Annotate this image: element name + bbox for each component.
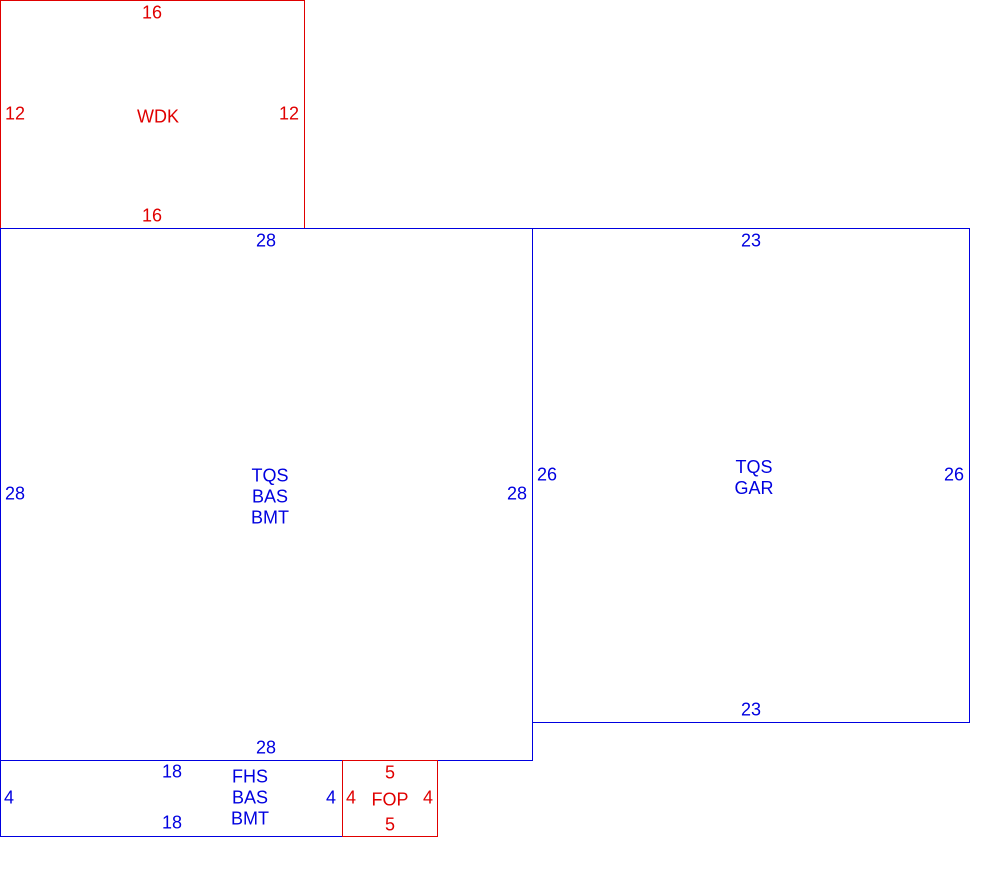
main-label-line: TQS — [251, 465, 289, 486]
garage-bottom-dim: 23 — [740, 699, 762, 720]
fhs-label-line: FHS — [232, 766, 268, 787]
garage-label-line: TQS — [735, 457, 773, 477]
fhs-right-dim: 4 — [325, 787, 337, 808]
wdk-left-dim: 12 — [4, 103, 26, 124]
garage-label-line: GAR — [734, 478, 774, 498]
fop-bottom-dim: 5 — [384, 814, 396, 835]
main-top-dim: 28 — [255, 230, 277, 251]
fhs-bottom-dim: 18 — [161, 812, 183, 833]
main-right-dim: 28 — [506, 483, 528, 504]
wdk-bottom-dim: 16 — [141, 205, 163, 226]
area-fop — [342, 760, 438, 837]
fhs-label-line: BAS — [231, 787, 269, 808]
fop-left-dim: 4 — [345, 787, 357, 808]
wdk-right-dim: 12 — [278, 103, 300, 124]
fop-label: FOP — [371, 789, 409, 810]
garage-top-dim: 23 — [740, 230, 762, 251]
area-garage — [532, 228, 970, 723]
fop-top-dim: 5 — [384, 762, 396, 783]
garage-left-dim: 26 — [536, 464, 558, 485]
main-left-dim: 28 — [4, 483, 26, 504]
wdk-top-dim: 16 — [141, 2, 163, 23]
garage-right-dim: 26 — [943, 464, 965, 485]
fhs-top-dim: 18 — [161, 761, 183, 782]
fhs-left-dim: 4 — [3, 787, 15, 808]
main-label-line: BAS — [251, 486, 289, 507]
wdk-label: WDK — [137, 106, 179, 127]
fop-right-dim: 4 — [422, 787, 434, 808]
main-label-line: BMT — [251, 507, 289, 528]
main-bottom-dim: 28 — [255, 737, 277, 758]
fhs-label-line: BMT — [231, 808, 269, 829]
